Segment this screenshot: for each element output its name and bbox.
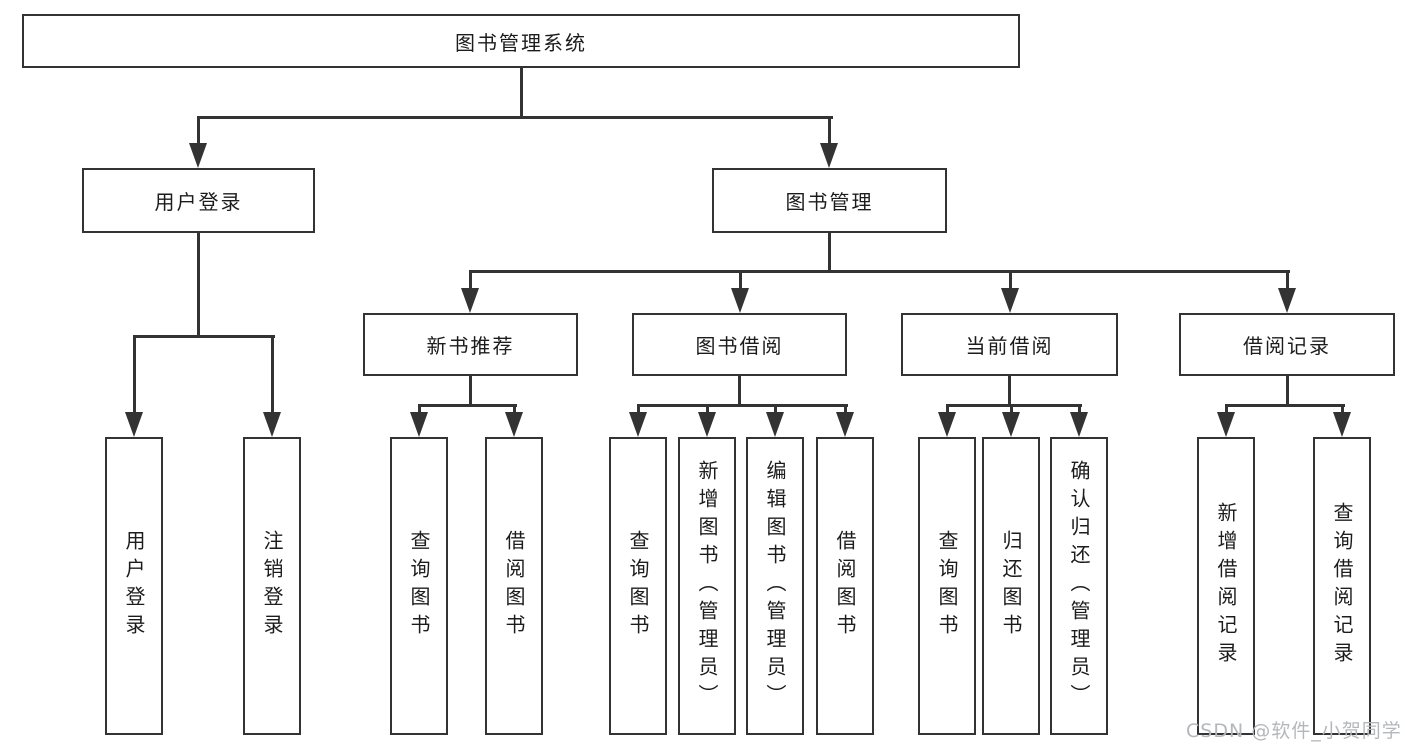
connector-drop-cb-query bbox=[945, 407, 949, 414]
leaf-logout-label: 注销登录 bbox=[260, 530, 284, 642]
connector-drop-bb-borrow bbox=[843, 407, 847, 414]
connector-drop-nb-borrow bbox=[512, 407, 516, 414]
connector-borrow-trunk bbox=[738, 376, 741, 406]
connector-root-split bbox=[196, 116, 833, 119]
connector-drop-cb-return bbox=[1009, 407, 1013, 414]
node-borrow-records: 借阅记录 bbox=[1179, 313, 1395, 376]
connector-drop-bb-add bbox=[705, 407, 709, 414]
arrowhead-records bbox=[1278, 288, 1296, 313]
leaf-newbook-borrow-books: 借阅图书 bbox=[485, 437, 543, 735]
arrowhead-cb-confirm bbox=[1070, 412, 1088, 437]
arrowhead-new-book bbox=[461, 288, 479, 313]
node-user-login: 用户登录 bbox=[82, 168, 315, 233]
leaf-borrow-query-books-label: 查询图书 bbox=[626, 530, 650, 642]
connector-drop-book-mgmt bbox=[827, 119, 831, 146]
arrowhead-borrow bbox=[731, 288, 749, 313]
leaf-borrow-edit-books-admin: 编辑图书（管理员） bbox=[746, 437, 804, 735]
connector-drop-bb-query bbox=[636, 407, 640, 414]
leaf-newbook-borrow-books-label: 借阅图书 bbox=[502, 530, 526, 642]
arrowhead-nb-query bbox=[410, 412, 428, 437]
leaf-current-return-books-label: 归还图书 bbox=[999, 530, 1023, 642]
node-current-borrow-label: 当前借阅 bbox=[965, 334, 1054, 358]
connector-drop-nb-query bbox=[417, 407, 421, 414]
arrowhead-book-mgmt bbox=[820, 143, 838, 168]
arrowhead-cb-query bbox=[938, 412, 956, 437]
leaf-logout: 注销登录 bbox=[243, 437, 301, 735]
connector-userlogin-split bbox=[132, 335, 275, 338]
connector-drop-user-login bbox=[196, 119, 200, 146]
leaf-newbook-query-books-label: 查询图书 bbox=[407, 530, 431, 642]
connector-drop-bb-edit bbox=[773, 407, 777, 414]
connector-drop-current bbox=[1008, 273, 1012, 290]
connector-current-trunk bbox=[1008, 376, 1011, 406]
node-book-management: 图书管理 bbox=[712, 168, 947, 233]
node-current-borrow: 当前借阅 bbox=[901, 313, 1118, 376]
leaf-borrow-add-books-admin-label: 新增图书（管理员） bbox=[695, 460, 719, 712]
connector-bookmgmt-trunk bbox=[827, 233, 831, 273]
connector-bookmgmt-split bbox=[468, 270, 1290, 273]
node-new-book-recommend-label: 新书推荐 bbox=[426, 334, 515, 358]
node-borrow-records-label: 借阅记录 bbox=[1243, 334, 1331, 358]
arrowhead-bb-edit bbox=[766, 412, 784, 437]
arrowhead-cb-return bbox=[1002, 412, 1020, 437]
connector-newbook-split bbox=[417, 404, 517, 407]
arrowhead-current bbox=[1001, 288, 1019, 313]
node-new-book-recommend: 新书推荐 bbox=[363, 313, 578, 376]
leaf-borrow-query-books: 查询图书 bbox=[609, 437, 667, 735]
leaf-current-confirm-return-admin-label: 确认归还（管理员） bbox=[1067, 460, 1091, 712]
connector-borrow-split bbox=[636, 404, 848, 407]
leaf-borrow-borrow-books-label: 借阅图书 bbox=[833, 530, 857, 642]
connector-drop-leaf-login bbox=[132, 338, 136, 414]
leaf-records-query-record: 查询借阅记录 bbox=[1313, 437, 1371, 735]
leaf-borrow-add-books-admin: 新增图书（管理员） bbox=[678, 437, 736, 735]
connector-current-split bbox=[945, 404, 1082, 407]
node-root-system: 图书管理系统 bbox=[22, 14, 1020, 68]
node-book-borrow-label: 图书借阅 bbox=[695, 334, 784, 358]
leaf-current-return-books: 归还图书 bbox=[982, 437, 1040, 735]
arrowhead-nb-borrow bbox=[505, 412, 523, 437]
arrowhead-br-add bbox=[1217, 412, 1235, 437]
node-book-management-label: 图书管理 bbox=[785, 190, 874, 214]
leaf-borrow-borrow-books: 借阅图书 bbox=[816, 437, 874, 735]
watermark-text: CSDN @软件_小贺同学 bbox=[1186, 720, 1402, 742]
leaf-current-query-books: 查询图书 bbox=[918, 437, 976, 735]
connector-drop-leaf-logout bbox=[270, 338, 274, 414]
leaf-records-add-record-label: 新增借阅记录 bbox=[1214, 502, 1238, 670]
leaf-user-login-label: 用户登录 bbox=[122, 530, 146, 642]
connector-drop-br-add bbox=[1224, 407, 1228, 414]
arrowhead-br-query bbox=[1333, 412, 1351, 437]
leaf-records-query-record-label: 查询借阅记录 bbox=[1330, 502, 1354, 670]
leaf-current-query-books-label: 查询图书 bbox=[935, 530, 959, 642]
connector-drop-cb-confirm bbox=[1077, 407, 1081, 414]
connector-drop-borrow bbox=[738, 273, 742, 290]
arrowhead-user-login bbox=[189, 143, 207, 168]
arrowhead-leaf-login bbox=[125, 412, 143, 437]
arrowhead-bb-query bbox=[629, 412, 647, 437]
connector-drop-br-query bbox=[1340, 407, 1344, 414]
connector-records-split bbox=[1224, 404, 1345, 407]
arrowhead-leaf-logout bbox=[263, 412, 281, 437]
leaf-current-confirm-return-admin: 确认归还（管理员） bbox=[1050, 437, 1108, 735]
node-root-label: 图书管理系统 bbox=[455, 30, 587, 55]
connector-records-trunk bbox=[1285, 376, 1289, 406]
node-user-login-label: 用户登录 bbox=[154, 190, 243, 214]
connector-userlogin-trunk bbox=[196, 233, 200, 338]
connector-drop-new-book bbox=[468, 273, 472, 290]
arrowhead-bb-add bbox=[698, 412, 716, 437]
connector-root-trunk bbox=[520, 68, 523, 118]
arrowhead-bb-borrow bbox=[836, 412, 854, 437]
connector-newbook-trunk bbox=[469, 376, 472, 406]
leaf-borrow-edit-books-admin-label: 编辑图书（管理员） bbox=[763, 460, 787, 712]
node-book-borrow: 图书借阅 bbox=[632, 313, 847, 376]
connector-drop-records bbox=[1285, 273, 1289, 290]
leaf-user-login: 用户登录 bbox=[105, 437, 163, 735]
leaf-newbook-query-books: 查询图书 bbox=[390, 437, 448, 735]
leaf-records-add-record: 新增借阅记录 bbox=[1197, 437, 1255, 735]
